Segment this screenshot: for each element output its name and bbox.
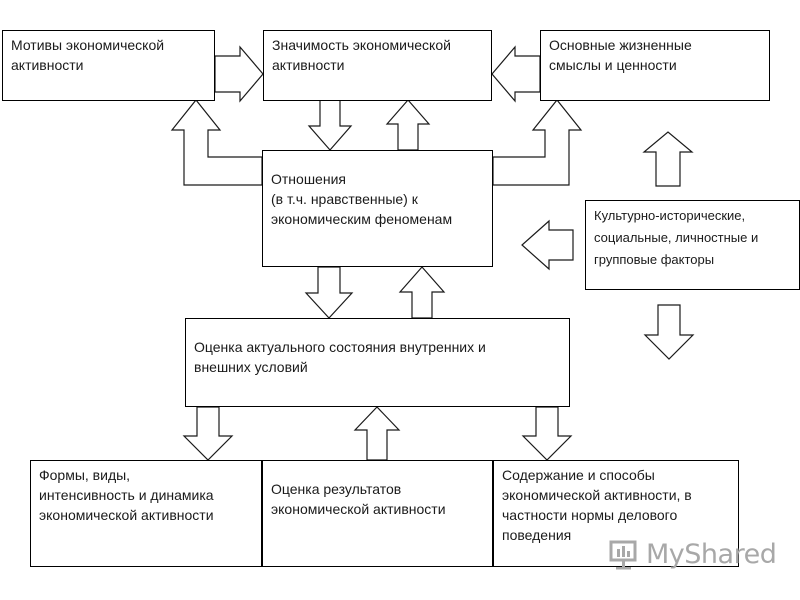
significance-box: Значимость экономической активности [263,30,492,101]
arrow-results-to-assessment [353,406,401,461]
arrow-motives-to-significance [214,45,264,103]
arrow-factors-to-assessment [643,304,695,360]
arrow-significance-to-relations [307,99,353,151]
motives-box: Мотивы экономической активности [2,30,215,101]
life-meanings-box: Основные жизненные смыслы и ценности [540,30,770,101]
forms-box: Формы, виды, интенсивность и динамика эк… [30,460,262,567]
content-methods-box: Содержание и способы экономической актив… [493,460,739,567]
arrow-assessment-to-forms [182,406,234,461]
cultural-factors-box: Культурно-исторические, социальные, личн… [585,200,800,290]
arrow-meanings-to-significance [491,45,541,103]
arrow-relations-to-meanings [492,99,583,186]
results-box: Оценка результатов экономической активно… [262,460,493,567]
watermark-logo: MyShared [606,536,777,572]
arrow-assessment-to-content [521,406,573,461]
assessment-box: Оценка актуального состояния внутренних … [185,318,570,407]
relations-box: Отношения (в т.ч. нравственные) к эконом… [262,150,493,267]
arrow-assessment-to-relations [398,266,446,319]
arrow-relations-to-assessment [304,266,354,319]
presentation-icon [609,540,637,570]
arrow-relations-to-motives [170,99,263,186]
arrow-relations-to-significance [385,99,431,151]
arrow-factors-to-meanings [642,131,694,187]
arrow-factors-to-relations [521,219,574,271]
watermark-text: MyShared [646,538,777,570]
